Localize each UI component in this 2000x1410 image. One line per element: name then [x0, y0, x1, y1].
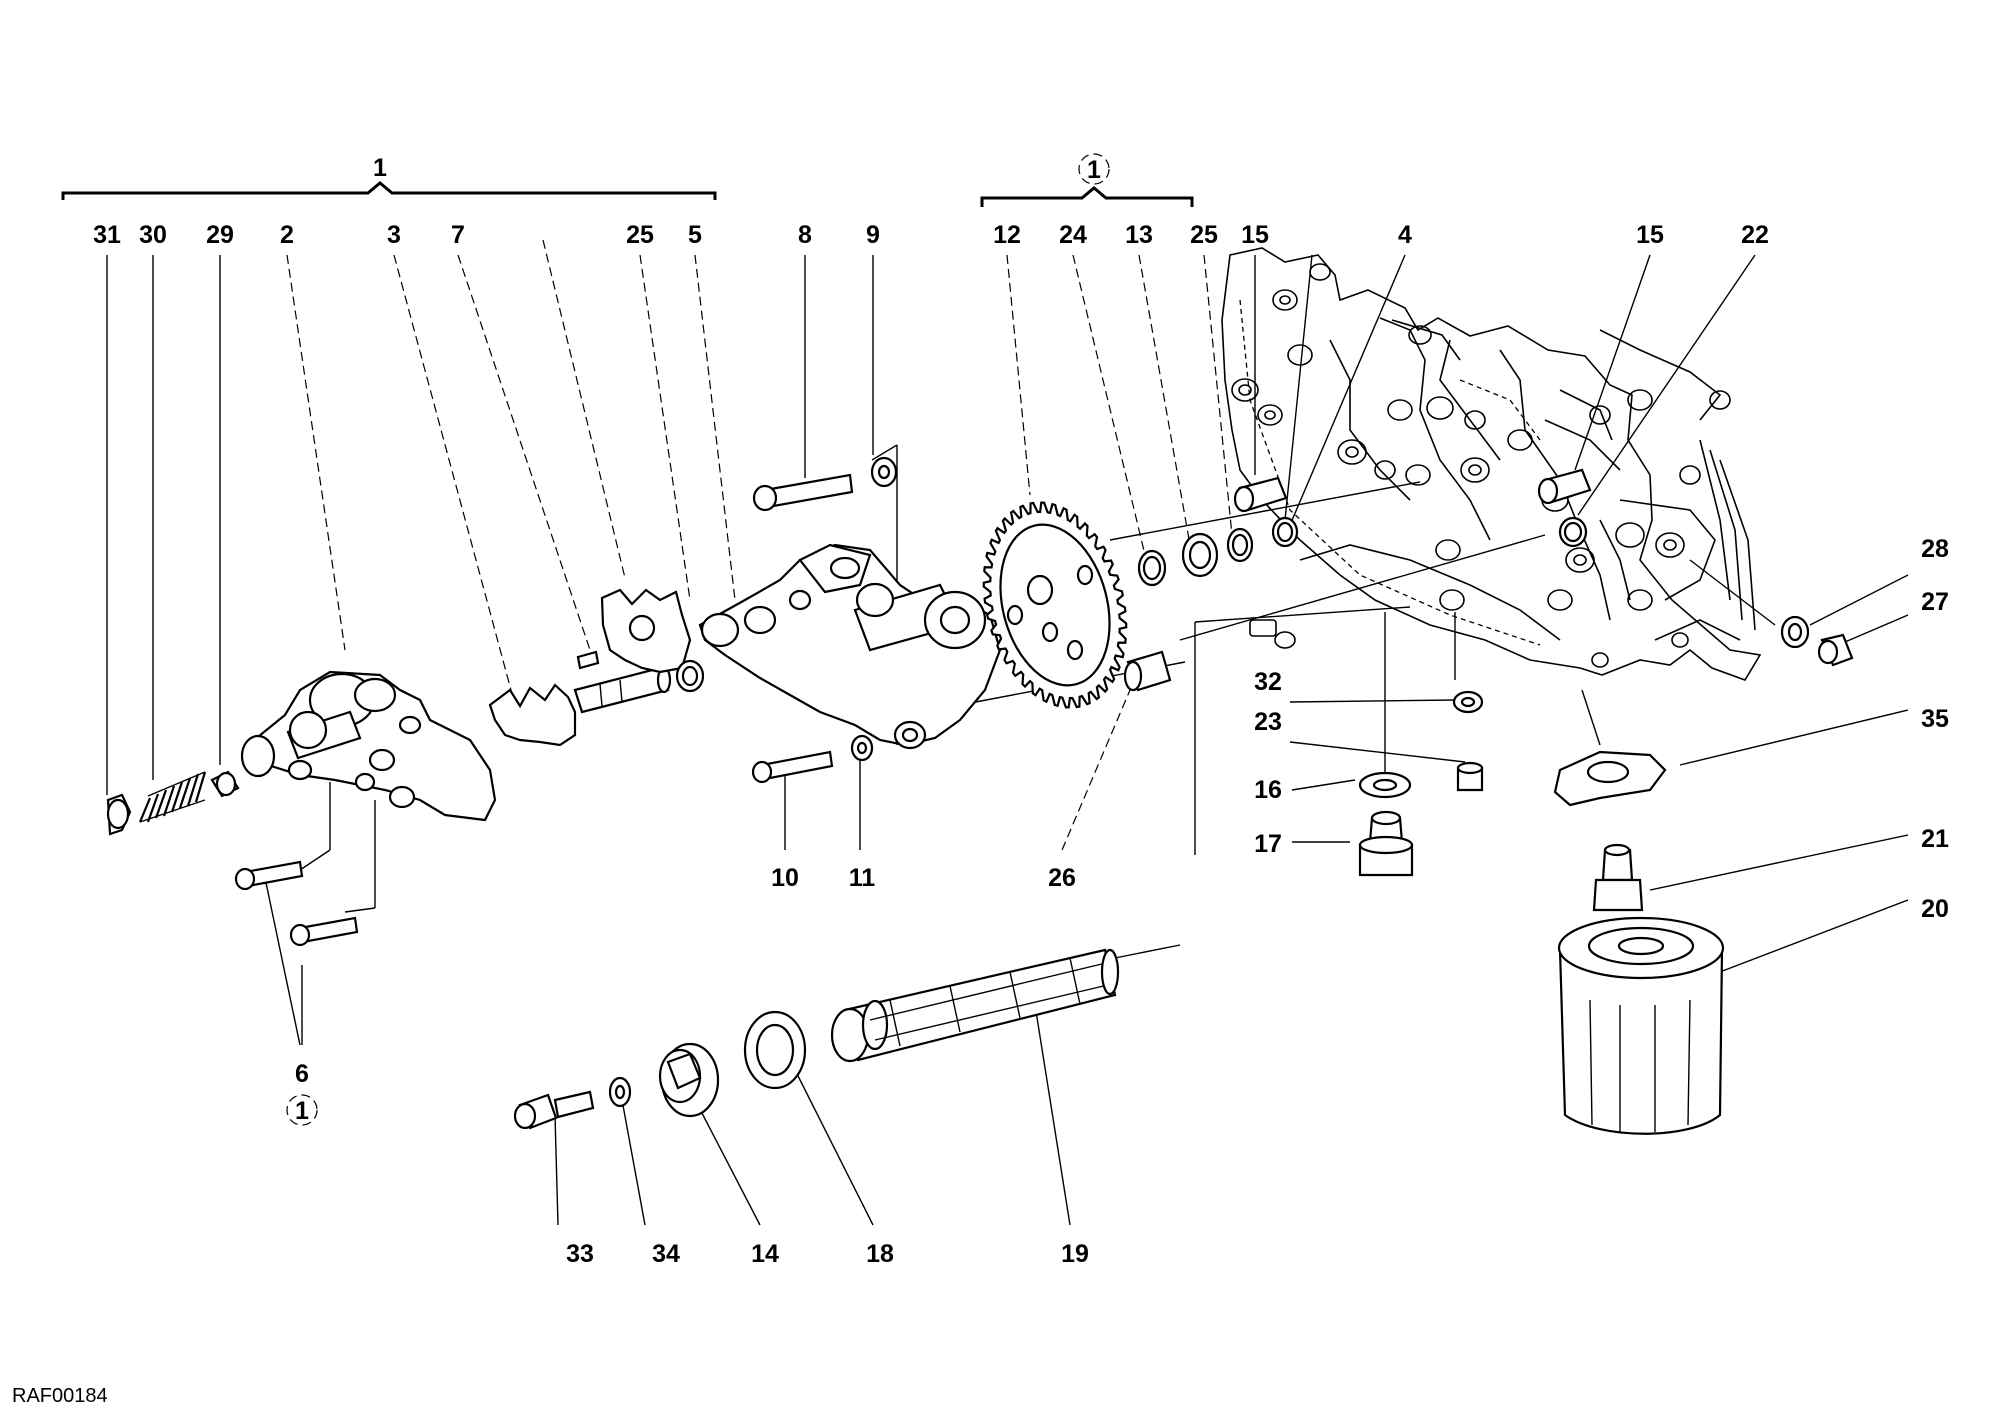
callout-8: 8	[798, 221, 812, 249]
callout-6-ref-circle	[286, 1094, 318, 1126]
callout-21: 21	[1921, 825, 1949, 853]
callout-28: 28	[1921, 535, 1949, 563]
part-9-washer	[870, 456, 898, 488]
callout-31: 31	[93, 221, 121, 249]
part-20-oil-filter	[1557, 916, 1725, 1135]
part-5-pump-housing	[698, 543, 1002, 750]
part-10-screw	[751, 750, 834, 784]
callout-13: 13	[1125, 221, 1153, 249]
callout-6: 6	[295, 1060, 309, 1088]
part-25-circlip-left	[675, 659, 705, 693]
part-32-washer	[1452, 690, 1484, 714]
callout-27: 27	[1921, 588, 1949, 616]
group-label-gear-assembly: 1	[1087, 156, 1101, 184]
part-19-oil-strainer	[830, 948, 1120, 1063]
callout-32: 32	[1254, 668, 1282, 696]
part-6-screw-lower	[289, 916, 359, 947]
leader-lines	[106, 239, 1909, 1226]
part-33-bolt	[513, 1090, 595, 1130]
callout-30: 30	[139, 221, 167, 249]
part-24-circlip	[1137, 549, 1167, 587]
drawing-code: RAF00184	[12, 1385, 108, 1407]
callout-3: 3	[387, 221, 401, 249]
group-label-pump-assembly: 1	[373, 154, 387, 182]
callout-20: 20	[1921, 895, 1949, 923]
part-16-sealing-washer	[1358, 771, 1412, 799]
callout-7: 7	[451, 221, 465, 249]
part-17-drain-plug	[1358, 810, 1414, 877]
callout-18: 18	[866, 1240, 894, 1268]
part-driven-gear	[600, 588, 692, 674]
callout-17: 17	[1254, 830, 1282, 858]
callout-16: 16	[1254, 776, 1282, 804]
part-23-plug	[1456, 761, 1484, 792]
callout-25-left: 25	[626, 221, 654, 249]
callout-25-right: 25	[1190, 221, 1218, 249]
part-6-screw-upper	[234, 860, 304, 891]
callout-12: 12	[993, 221, 1021, 249]
callout-14: 14	[751, 1240, 779, 1268]
group-ref-circle	[1078, 153, 1110, 185]
callout-9: 9	[866, 221, 880, 249]
part-8-screw	[752, 473, 854, 512]
part-35-shim-plate	[1553, 750, 1667, 807]
part-15-bush-left	[1233, 476, 1288, 513]
part-4-o-ring	[1271, 516, 1299, 548]
part-26-bush	[1123, 650, 1172, 692]
part-7-pin	[576, 650, 600, 670]
callout-19: 19	[1061, 1240, 1089, 1268]
callout-23: 23	[1254, 708, 1282, 736]
part-29-relief-valve	[210, 770, 240, 798]
callout-10: 10	[771, 864, 799, 892]
part-12-drive-gear	[982, 501, 1128, 709]
callout-24: 24	[1059, 221, 1087, 249]
group-bracket-pump-assembly	[61, 181, 717, 200]
callout-5: 5	[688, 221, 702, 249]
part-13-bearing	[1181, 532, 1219, 578]
callout-2: 2	[280, 221, 294, 249]
callout-4: 4	[1398, 221, 1412, 249]
part-22-o-ring	[1558, 516, 1588, 548]
group-bracket-gear-assembly	[980, 186, 1194, 207]
part-25-circlip-right	[1226, 527, 1254, 563]
part-15-bush-right	[1537, 468, 1592, 505]
part-34-washer	[608, 1076, 632, 1108]
callout-33: 33	[566, 1240, 594, 1268]
part-3-pump-shaft-gear	[488, 666, 672, 747]
part-21-union-nipple	[1592, 843, 1644, 912]
callout-34: 34	[652, 1240, 680, 1268]
part-18-sealing-ring	[743, 1010, 807, 1090]
callout-6-ref: 1	[295, 1097, 309, 1125]
callout-15-left: 15	[1241, 221, 1269, 249]
part-27-plug	[1817, 633, 1854, 667]
callout-29: 29	[206, 221, 234, 249]
callout-15-right: 15	[1636, 221, 1664, 249]
part-30-spring	[138, 771, 207, 823]
part-28-sealing-washer	[1780, 615, 1810, 649]
callout-26: 26	[1048, 864, 1076, 892]
part-11-washer	[850, 734, 874, 762]
callout-22: 22	[1741, 221, 1769, 249]
callout-35: 35	[1921, 705, 1949, 733]
callout-labels: 31 30 29 2 3 7 25 5 8 9 12 24 13 25 15 4…	[93, 221, 1949, 1268]
part-14-filter-cover	[658, 1042, 720, 1118]
engine-crankcase	[1221, 247, 1762, 681]
part-31-plug-cap	[106, 793, 132, 836]
part-2-pump-cover	[240, 670, 497, 822]
callout-11: 11	[849, 864, 876, 892]
